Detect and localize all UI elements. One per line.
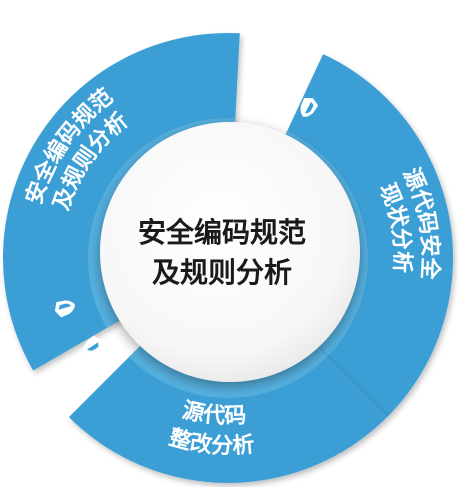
shield-icon — [83, 335, 103, 354]
center-title-line1: 安全编码规范 — [138, 216, 306, 249]
segment-inner-ring-1 — [87, 118, 236, 328]
shield-icon — [300, 97, 319, 117]
center-circle — [100, 122, 360, 382]
shield-icon — [54, 300, 75, 318]
segments-group — [2, 33, 453, 484]
center-disc — [100, 122, 360, 382]
segment-band-3 — [68, 341, 388, 484]
center-title-line2: 及规则分析 — [152, 256, 292, 289]
segment-inner-ring-3 — [129, 341, 327, 398]
segment-3 — [68, 341, 388, 484]
